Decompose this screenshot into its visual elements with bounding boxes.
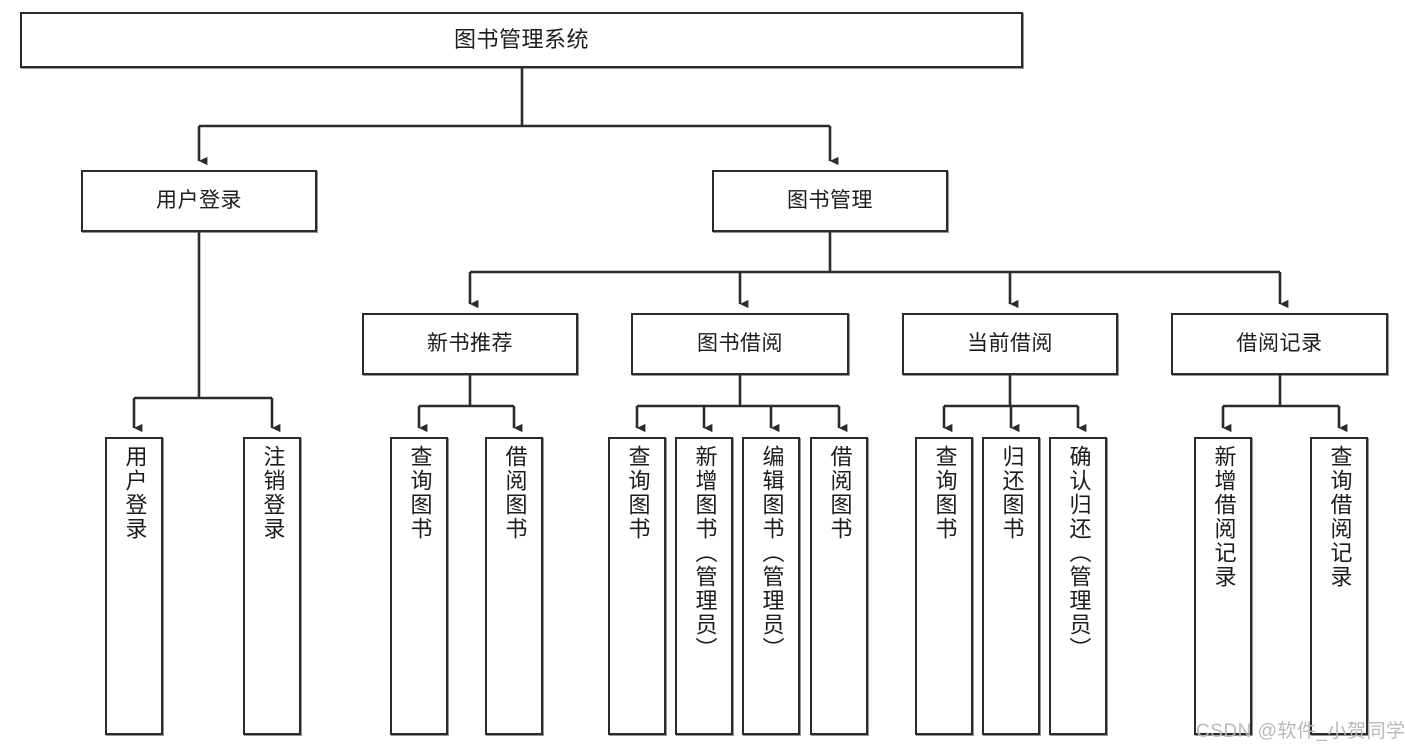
node-label: 借阅记录 [1236, 331, 1323, 355]
node-borrow-record[interactable]: 借阅记录 [1171, 313, 1388, 375]
node-label: 借阅图书 [827, 445, 853, 541]
node-label: 用户登录 [122, 445, 148, 541]
node-leaf-borrow-book-1[interactable]: 借阅图书 [485, 437, 543, 735]
node-leaf-user-login[interactable]: 用户登录 [105, 437, 163, 735]
node-label: 查询图书 [625, 445, 651, 541]
node-label: 归还图书 [999, 445, 1025, 541]
node-label: 确认归还（管理员） [1066, 445, 1092, 661]
node-label: 新增图书（管理员） [692, 445, 718, 661]
node-leaf-query-book-3[interactable]: 查询图书 [915, 437, 973, 735]
node-leaf-add-book[interactable]: 新增图书（管理员） [675, 437, 733, 735]
node-label: 查询图书 [932, 445, 958, 541]
node-label: 用户登录 [156, 188, 242, 212]
node-leaf-query-book-2[interactable]: 查询图书 [608, 437, 666, 735]
node-leaf-query-record[interactable]: 查询借阅记录 [1310, 437, 1368, 735]
node-new-book-rec[interactable]: 新书推荐 [362, 313, 578, 375]
node-leaf-logout[interactable]: 注销登录 [243, 437, 301, 735]
node-label: 新书推荐 [427, 331, 513, 355]
node-leaf-confirm-return[interactable]: 确认归还（管理员） [1049, 437, 1107, 735]
node-label: 图书借阅 [697, 331, 783, 355]
node-label: 注销登录 [260, 445, 286, 541]
node-leaf-return-book[interactable]: 归还图书 [982, 437, 1040, 735]
node-leaf-borrow-book-2[interactable]: 借阅图书 [810, 437, 868, 735]
node-leaf-edit-book[interactable]: 编辑图书（管理员） [742, 437, 800, 735]
node-label: 查询图书 [407, 445, 433, 541]
node-label: 图书管理系统 [453, 27, 589, 53]
node-label: 新增借阅记录 [1211, 445, 1237, 589]
node-label: 查询借阅记录 [1327, 445, 1353, 589]
csdn-watermark: CSDN @软件_小贺同学 [1196, 721, 1405, 742]
node-label: 图书管理 [787, 188, 873, 212]
node-leaf-query-book-1[interactable]: 查询图书 [390, 437, 448, 735]
node-leaf-add-record[interactable]: 新增借阅记录 [1194, 437, 1252, 735]
node-current-borrow[interactable]: 当前借阅 [902, 313, 1118, 375]
node-label: 当前借阅 [967, 331, 1053, 355]
node-label: 编辑图书（管理员） [759, 445, 785, 661]
node-label: 借阅图书 [502, 445, 528, 541]
node-book-borrow[interactable]: 图书借阅 [631, 313, 849, 375]
node-book-manage[interactable]: 图书管理 [712, 170, 948, 232]
node-root[interactable]: 图书管理系统 [20, 12, 1023, 68]
node-user-login[interactable]: 用户登录 [81, 170, 317, 232]
